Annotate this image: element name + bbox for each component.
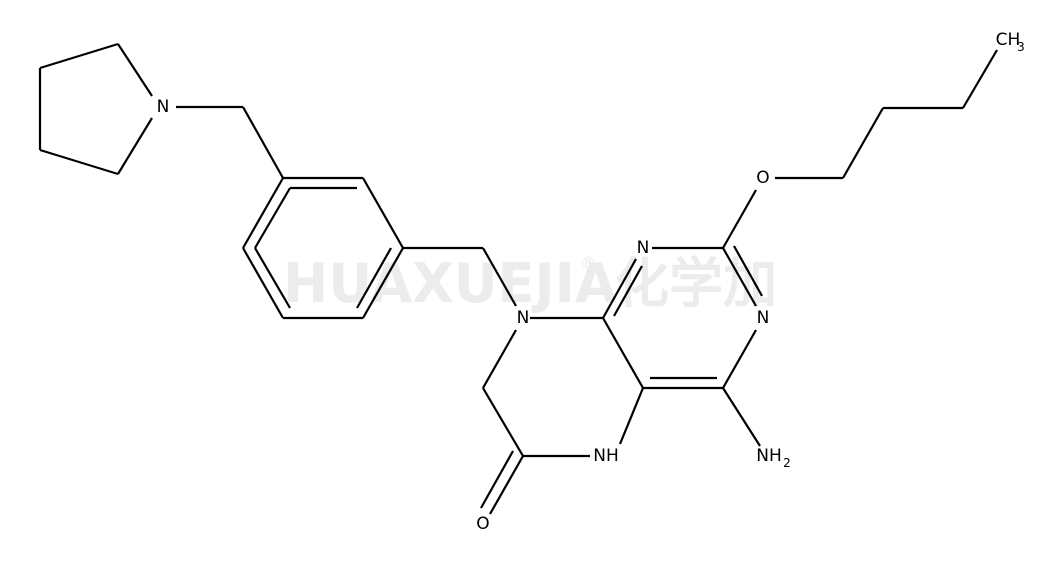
atom-ch3-subscript: 3 — [1017, 40, 1025, 54]
atom-n-pyrrolidine: N — [157, 97, 170, 117]
atom-ch3-main: CH — [996, 30, 1021, 50]
atom-n-pyrimidine-1: N — [637, 238, 650, 258]
atom-o-butoxy: O — [756, 168, 769, 188]
pyrrolidine-methylene-linker — [176, 105, 284, 179]
pyrimidine-ring — [602, 245, 763, 390]
watermark-text: HUAXUEJIA — [283, 252, 617, 315]
watermark: HUAXUEJIA ® 化学加 — [283, 252, 777, 315]
carbonyl-bond — [480, 450, 524, 515]
atom-o-carbonyl: O — [476, 514, 489, 534]
watermark-registered: ® — [580, 253, 596, 272]
atom-nh2-subscript: 2 — [783, 456, 791, 470]
atom-nh2-main: NH — [756, 446, 782, 466]
pyrazinone-ring — [482, 316, 645, 458]
benzyl-linker — [403, 246, 517, 307]
amino-bond — [722, 387, 761, 447]
benzene-ring — [242, 176, 404, 320]
atom-nh-lactam: NH — [593, 446, 619, 466]
atom-n-pyrimidine-3: N — [757, 308, 770, 328]
pyrrolidine-ring — [38, 42, 153, 176]
atom-labels: N N N N NH O O NH 2 CH 3 — [157, 30, 1025, 534]
atom-n8: N — [517, 308, 530, 328]
butoxy-chain — [722, 49, 998, 249]
watermark-cjk: 化学加 — [615, 252, 777, 315]
